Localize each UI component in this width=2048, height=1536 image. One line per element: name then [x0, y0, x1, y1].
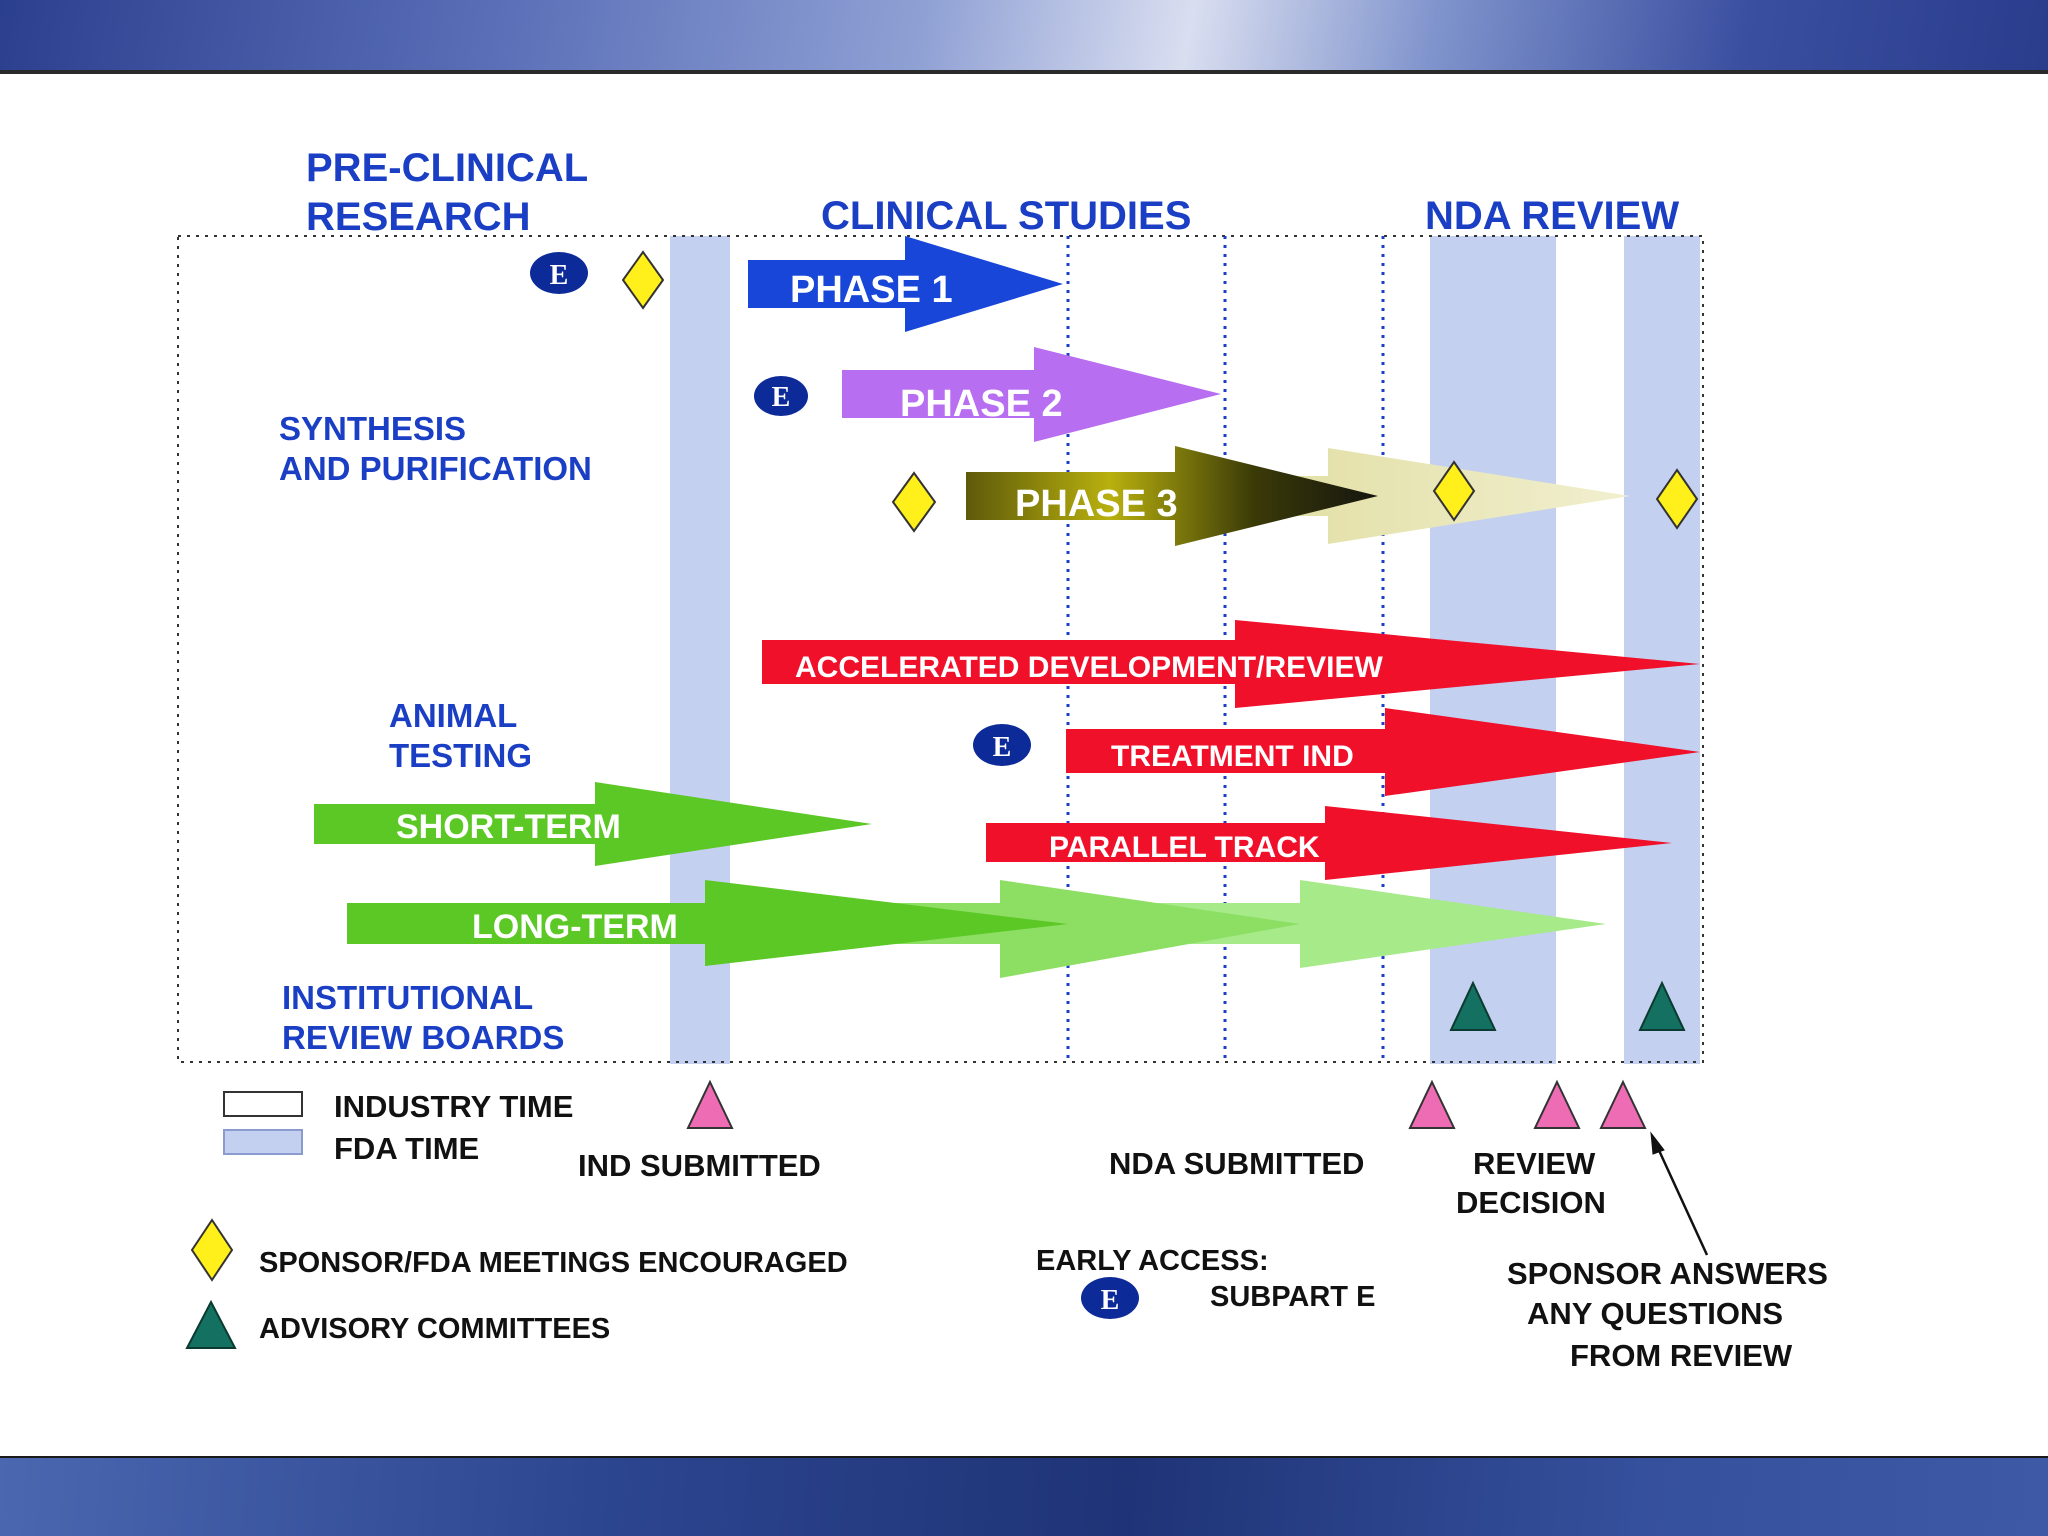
legend-advisory-triangle	[185, 1299, 237, 1349]
milestone-markers	[686, 1079, 1647, 1129]
frame-border	[177, 235, 1704, 1063]
header-clinical-studies: CLINICAL STUDIES	[821, 194, 1191, 238]
label-synthesis-line2: AND PURIFICATION	[279, 450, 592, 487]
review-decision-triangle	[1533, 1079, 1581, 1129]
nda-submitted-label: NDA SUBMITTED	[1109, 1146, 1364, 1181]
subpart-e-badge-3-letter: E	[993, 732, 1012, 763]
review-decision-line1: REVIEW	[1473, 1146, 1596, 1181]
label-irb-line1: INSTITUTIONAL	[282, 979, 533, 1016]
phase-1-arrow: PHASE 1	[748, 236, 1063, 332]
advisory-markers	[1449, 980, 1686, 1031]
phase-2-arrow: PHASE 2	[842, 347, 1221, 442]
ind-submitted-label: IND SUBMITTED	[578, 1148, 821, 1183]
legend-subpart-e-label: SUBPART E	[1210, 1281, 1375, 1313]
advisory-triangle-final	[1638, 980, 1686, 1031]
label-animal-line1: ANIMAL	[389, 697, 517, 734]
phase-2-label: PHASE 2	[900, 383, 1063, 425]
header-nda-review: NDA REVIEW	[1425, 194, 1679, 238]
advisory-triangle-nda	[1449, 980, 1497, 1031]
legend-meetings-label: SPONSOR/FDA MEETINGS ENCOURAGED	[259, 1247, 848, 1279]
treatment-ind-label: TREATMENT IND	[1111, 740, 1354, 773]
legend-early-access-label: EARLY ACCESS:	[1036, 1245, 1269, 1277]
legend-industry-swatch	[223, 1091, 303, 1117]
label-irb-line2: REVIEW BOARDS	[282, 1019, 564, 1056]
sponsor-pointer-arrow	[1650, 1131, 1709, 1256]
subpart-e-badge-1-letter: E	[550, 260, 569, 291]
legend: INDUSTRY TIME FDA TIME SPONSOR/FDA MEETI…	[185, 1089, 1375, 1349]
legend-subpart-e-badge	[1081, 1277, 1139, 1319]
parallel-track-label: PARALLEL TRACK	[1049, 831, 1320, 864]
sponsor-answers-line3: FROM REVIEW	[1570, 1338, 1793, 1373]
meeting-diamond-phase2	[891, 471, 937, 533]
treatment-ind-arrow: TREATMENT IND	[1066, 708, 1700, 796]
accelerated-label: ACCELERATED DEVELOPMENT/REVIEW	[795, 651, 1383, 684]
accelerated-review-arrow: ACCELERATED DEVELOPMENT/REVIEW	[762, 620, 1700, 708]
short-term-label: SHORT-TERM	[396, 808, 621, 846]
sponsor-answers-triangle	[1599, 1079, 1647, 1129]
ind-submitted-triangle	[686, 1079, 734, 1129]
legend-industry-label: INDUSTRY TIME	[334, 1089, 573, 1124]
phase-3-label: PHASE 3	[1015, 483, 1178, 525]
top-banner	[0, 0, 2048, 70]
sponsor-answers-line1: SPONSOR ANSWERS	[1507, 1256, 1828, 1291]
subpart-e-badge-2: E	[754, 376, 808, 416]
legend-meeting-diamond	[190, 1218, 234, 1282]
label-animal-line2: TESTING	[389, 737, 532, 774]
top-banner-rule	[0, 70, 2048, 74]
legend-fda-swatch	[223, 1129, 303, 1155]
phase-3-arrow: PHASE 3	[966, 446, 1630, 546]
header-preclinical-line2: RESEARCH	[306, 195, 530, 239]
sponsor-answers-line2: ANY QUESTIONS	[1527, 1296, 1783, 1331]
header-preclinical-line1: PRE-CLINICAL	[306, 146, 588, 190]
legend-fda-label: FDA TIME	[334, 1131, 479, 1166]
legend-subpart-e-letter: E	[1101, 1285, 1120, 1316]
phase-1-label: PHASE 1	[790, 269, 953, 311]
bottom-banner-rule	[0, 1456, 2048, 1459]
label-synthesis-line1: SYNTHESIS	[279, 410, 466, 447]
long-term-arrow: LONG-TERM	[347, 880, 1606, 978]
meeting-diamond-final	[1655, 468, 1699, 530]
fda-band-final	[1624, 236, 1700, 1064]
review-decision-line2: DECISION	[1456, 1185, 1606, 1220]
subpart-e-badge-3: E	[973, 724, 1031, 766]
nda-submitted-triangle	[1408, 1079, 1456, 1129]
bottom-banner	[0, 1458, 2048, 1536]
meeting-diamond-preclinical	[621, 250, 665, 310]
meeting-diamond-nda-submitted	[1432, 460, 1476, 522]
long-term-label: LONG-TERM	[472, 908, 678, 946]
short-term-arrow: SHORT-TERM	[314, 782, 872, 866]
legend-advisory-label: ADVISORY COMMITTEES	[259, 1313, 610, 1345]
parallel-track-arrow: PARALLEL TRACK	[986, 806, 1672, 880]
meeting-markers	[621, 250, 1699, 533]
subpart-e-badge-1: E	[530, 252, 588, 294]
subpart-e-badge-2-letter: E	[772, 382, 791, 413]
